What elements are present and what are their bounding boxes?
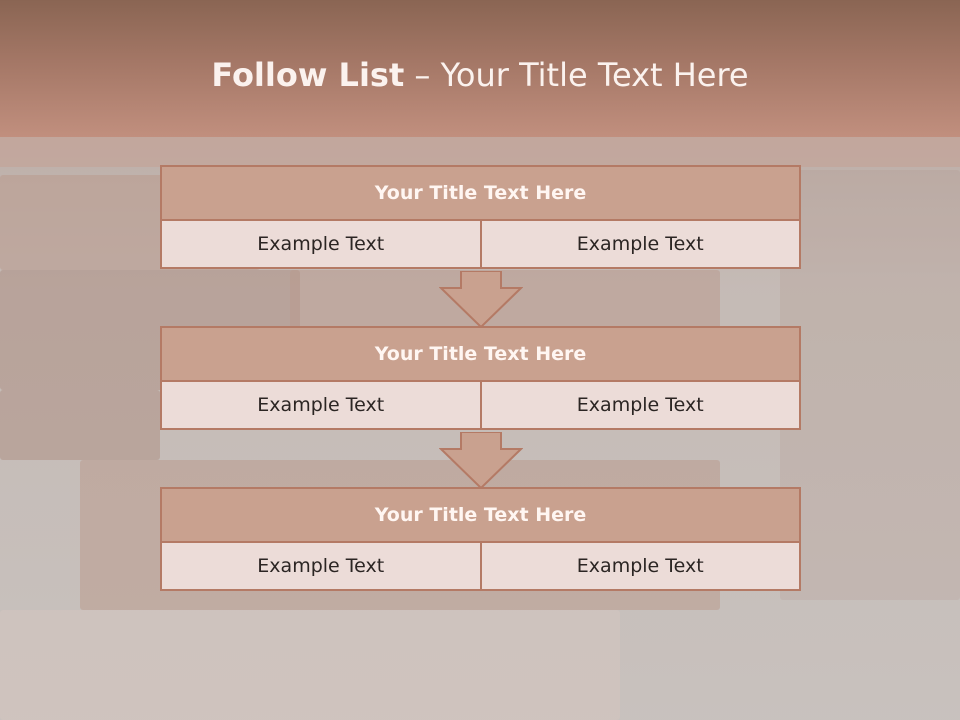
slide-title-rest: – Your Title Text Here (404, 56, 749, 94)
step-row: Example Text Example Text (160, 541, 801, 591)
step-cell-left: Example Text (160, 219, 482, 269)
step-cell-right: Example Text (479, 380, 801, 430)
step-title: Your Title Text Here (160, 487, 801, 543)
step-cell-left: Example Text (160, 541, 482, 591)
slide-title: Follow List – Your Title Text Here (0, 55, 960, 95)
step-row: Example Text Example Text (160, 380, 801, 430)
step-cell-left: Example Text (160, 380, 482, 430)
step-block-3: Your Title Text Here Example Text Exampl… (160, 487, 801, 591)
down-arrow-icon (439, 271, 523, 329)
step-title: Your Title Text Here (160, 326, 801, 382)
step-block-2: Your Title Text Here Example Text Exampl… (160, 326, 801, 430)
step-cell-right: Example Text (479, 219, 801, 269)
step-block-1: Your Title Text Here Example Text Exampl… (160, 165, 801, 269)
title-bar (0, 0, 960, 137)
slide-title-bold: Follow List (211, 56, 405, 94)
down-arrow-icon (439, 432, 523, 490)
step-title: Your Title Text Here (160, 165, 801, 221)
title-bar-band (0, 137, 960, 167)
step-cell-right: Example Text (479, 541, 801, 591)
step-row: Example Text Example Text (160, 219, 801, 269)
